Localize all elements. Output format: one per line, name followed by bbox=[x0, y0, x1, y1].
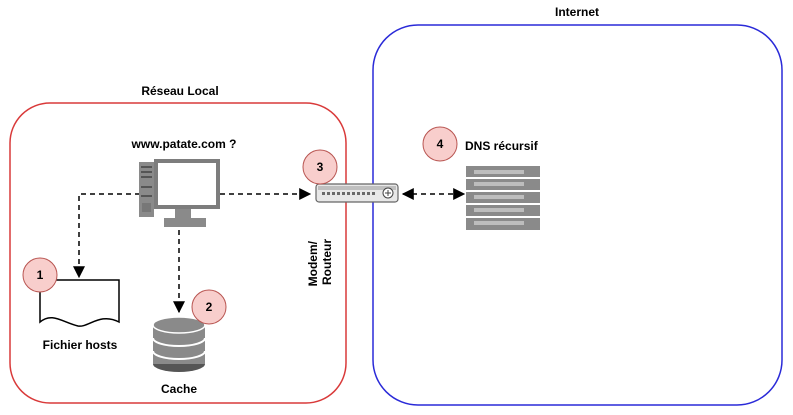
database-icon bbox=[152, 316, 206, 372]
router-switch-icon bbox=[315, 183, 399, 203]
internet-zone bbox=[372, 24, 783, 406]
connectors bbox=[73, 188, 466, 314]
document-icon bbox=[39, 279, 120, 327]
computer-label: www.patate.com ? bbox=[131, 137, 237, 151]
server-rack-icon bbox=[466, 166, 540, 230]
dns-label: DNS récursif bbox=[465, 139, 539, 153]
local-network-zone bbox=[9, 102, 347, 404]
step-badge-1: 1 bbox=[22, 257, 58, 293]
step-badge-2: 2 bbox=[191, 289, 227, 325]
svg-text:3: 3 bbox=[317, 160, 324, 174]
svg-text:1: 1 bbox=[37, 268, 44, 282]
router-label: Modem/ Routeur bbox=[306, 238, 334, 287]
svg-text:4: 4 bbox=[437, 137, 444, 151]
step-badge-3: 3 bbox=[302, 149, 338, 185]
desktop-computer-icon bbox=[139, 159, 220, 227]
step-badge-4: 4 bbox=[422, 126, 458, 162]
local-network-label: Réseau Local bbox=[141, 84, 218, 98]
internet-label: Internet bbox=[555, 5, 599, 19]
connector-computer-hosts bbox=[73, 193, 140, 279]
cache-label: Cache bbox=[161, 382, 197, 396]
svg-text:2: 2 bbox=[206, 300, 213, 314]
hosts-label: Fichier hosts bbox=[43, 338, 118, 352]
